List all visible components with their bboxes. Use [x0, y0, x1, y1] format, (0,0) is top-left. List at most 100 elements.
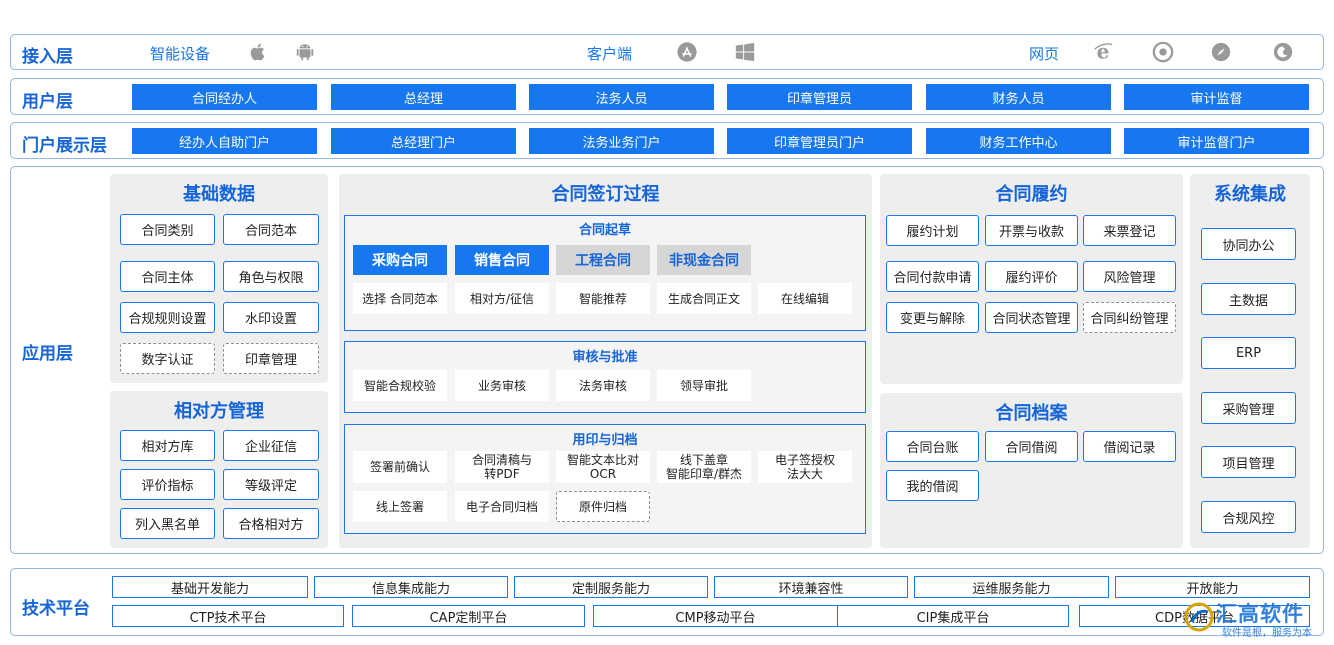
seal-step[interactable]: 电子签授权 法大大: [758, 451, 852, 483]
fulfillment-item[interactable]: 变更与解除: [886, 302, 979, 333]
portal-item[interactable]: 经办人自助门户: [132, 128, 317, 154]
base-data-item[interactable]: 合同范本: [223, 214, 319, 245]
fulfillment-item[interactable]: 合同状态管理: [985, 302, 1078, 333]
integration-item[interactable]: 项目管理: [1201, 446, 1296, 478]
tech-platform-item[interactable]: CIP集成平台: [837, 605, 1069, 627]
user-item[interactable]: 合同经办人: [132, 84, 317, 110]
counterparty-item[interactable]: 评价指标: [120, 469, 215, 500]
tech-capability[interactable]: 定制服务能力: [514, 576, 708, 598]
tech-capability[interactable]: 基础开发能力: [112, 576, 308, 598]
user-item[interactable]: 审计监督: [1124, 84, 1309, 110]
portal-item[interactable]: 法务业务门户: [529, 128, 714, 154]
draft-step[interactable]: 智能推荐: [556, 283, 650, 314]
base-data-item[interactable]: 合同主体: [120, 261, 215, 292]
base-data-item[interactable]: 合同类别: [120, 214, 215, 245]
review-step[interactable]: 领导审批: [657, 370, 751, 401]
draft-step[interactable]: 生成合同正文: [657, 283, 751, 314]
seal-step-label: 法大大: [786, 467, 823, 481]
draft-step[interactable]: 选择 合同范本: [353, 283, 447, 314]
review-section: 审核与批准 智能合规校验 业务审核 法务审核 领导审批: [344, 341, 866, 413]
base-data-dashed-item[interactable]: 数字认证: [120, 343, 215, 374]
watermark-name: 汇高软件: [1216, 602, 1304, 626]
tech-platform-item[interactable]: CAP定制平台: [352, 605, 585, 627]
fulfillment-item[interactable]: 风险管理: [1083, 261, 1176, 292]
apple-icon: [246, 40, 270, 64]
counterparty-item[interactable]: 企业征信: [223, 430, 319, 461]
fulfillment-dashed-item[interactable]: 合同纠纷管理: [1083, 302, 1176, 333]
access-layer-title: 接入层: [22, 47, 73, 67]
fulfillment-item[interactable]: 开票与收款: [985, 215, 1078, 246]
tech-capability[interactable]: 环境兼容性: [714, 576, 908, 598]
integration-title: 系统集成: [1214, 184, 1286, 205]
user-item[interactable]: 总经理: [331, 84, 516, 110]
portal-item[interactable]: 审计监督门户: [1124, 128, 1309, 154]
base-data-item[interactable]: 水印设置: [223, 302, 319, 333]
seal-step-dashed[interactable]: 原件归档: [556, 491, 650, 522]
counterparty-title: 相对方管理: [174, 401, 264, 422]
archive-panel: 合同档案 合同台账 合同借阅 借阅记录 我的借阅: [880, 393, 1183, 548]
integration-item[interactable]: 主数据: [1201, 283, 1296, 315]
tech-capability[interactable]: 开放能力: [1115, 576, 1310, 598]
review-step[interactable]: 智能合规校验: [353, 370, 447, 401]
portal-item[interactable]: 总经理门户: [331, 128, 516, 154]
counterparty-item[interactable]: 列入黑名单: [120, 508, 215, 539]
fulfillment-item[interactable]: 合同付款申请: [886, 261, 979, 292]
integration-item[interactable]: ERP: [1201, 337, 1296, 369]
archive-item[interactable]: 我的借阅: [886, 470, 979, 501]
tech-platform-item[interactable]: CTP技术平台: [112, 605, 344, 627]
tech-capability[interactable]: 信息集成能力: [314, 576, 508, 598]
user-layer-title: 用户层: [22, 92, 73, 112]
base-data-dashed-item[interactable]: 印章管理: [223, 343, 319, 374]
integration-item[interactable]: 协同办公: [1201, 228, 1296, 260]
seal-step[interactable]: 合同清稿与 转PDF: [455, 451, 549, 483]
seal-step[interactable]: 线上签署: [353, 491, 447, 522]
draft-step[interactable]: 在线编辑: [758, 283, 852, 314]
counterparty-item[interactable]: 相对方库: [120, 430, 215, 461]
base-data-item[interactable]: 角色与权限: [223, 261, 319, 292]
review-step[interactable]: 法务审核: [556, 370, 650, 401]
application-layer-title: 应用层: [22, 344, 73, 364]
seal-step[interactable]: 电子合同归档: [455, 491, 549, 522]
contract-type-tab[interactable]: 采购合同: [353, 245, 447, 275]
seal-step-label: 转PDF: [484, 467, 520, 481]
archive-item[interactable]: 借阅记录: [1083, 431, 1176, 462]
web-label: 网页: [1029, 45, 1060, 63]
counterparty-item[interactable]: 等级评定: [223, 469, 319, 500]
portal-item[interactable]: 财务工作中心: [926, 128, 1111, 154]
archive-item[interactable]: 合同台账: [886, 431, 979, 462]
seal-step[interactable]: 线下盖章 智能印章/群杰: [657, 451, 751, 483]
app-store-icon: [675, 40, 699, 64]
tech-platform-layer: 技术平台 基础开发能力 信息集成能力 定制服务能力 环境兼容性 运维服务能力 开…: [10, 568, 1324, 636]
integration-item[interactable]: 采购管理: [1201, 392, 1296, 424]
seal-step[interactable]: 智能文本比对 OCR: [556, 451, 650, 483]
contract-type-tab[interactable]: 工程合同: [556, 245, 650, 275]
archive-title: 合同档案: [995, 403, 1068, 424]
draft-section: 合同起草 采购合同 销售合同 工程合同 非现金合同 选择 合同范本 相对方/征信…: [344, 215, 866, 331]
archive-item[interactable]: 合同借阅: [985, 431, 1078, 462]
user-item[interactable]: 法务人员: [529, 84, 714, 110]
user-item[interactable]: 印章管理员: [727, 84, 912, 110]
fulfillment-title: 合同履约: [995, 184, 1068, 205]
draft-step[interactable]: 相对方/征信: [455, 283, 549, 314]
seal-archive-section: 用印与归档 签署前确认 合同清稿与 转PDF 智能文本比对 OCR 线下盖章 智…: [344, 424, 866, 534]
integration-item[interactable]: 合规风控: [1201, 501, 1296, 533]
seal-step[interactable]: 签署前确认: [353, 451, 447, 483]
windows-icon: [733, 40, 757, 64]
android-icon: [293, 40, 317, 64]
integration-panel: 系统集成 协同办公 主数据 ERP 采购管理 项目管理 合规风控: [1190, 174, 1310, 548]
chrome-icon: [1151, 40, 1175, 64]
seal-step-label: 智能文本比对: [566, 453, 639, 467]
contract-type-tab[interactable]: 销售合同: [455, 245, 549, 275]
tech-platform-item[interactable]: CMP移动平台: [593, 605, 838, 627]
counterparty-item[interactable]: 合格相对方: [223, 508, 319, 539]
fulfillment-item[interactable]: 来票登记: [1083, 215, 1176, 246]
base-data-item[interactable]: 合规规则设置: [120, 302, 215, 333]
review-step[interactable]: 业务审核: [455, 370, 549, 401]
fulfillment-item[interactable]: 履约计划: [886, 215, 979, 246]
contract-type-tab[interactable]: 非现金合同: [657, 245, 751, 275]
tech-capability[interactable]: 运维服务能力: [914, 576, 1109, 598]
seal-step-label: 线下盖章: [679, 453, 728, 467]
user-item[interactable]: 财务人员: [926, 84, 1111, 110]
fulfillment-item[interactable]: 履约评价: [985, 261, 1078, 292]
portal-item[interactable]: 印章管理员门户: [727, 128, 912, 154]
